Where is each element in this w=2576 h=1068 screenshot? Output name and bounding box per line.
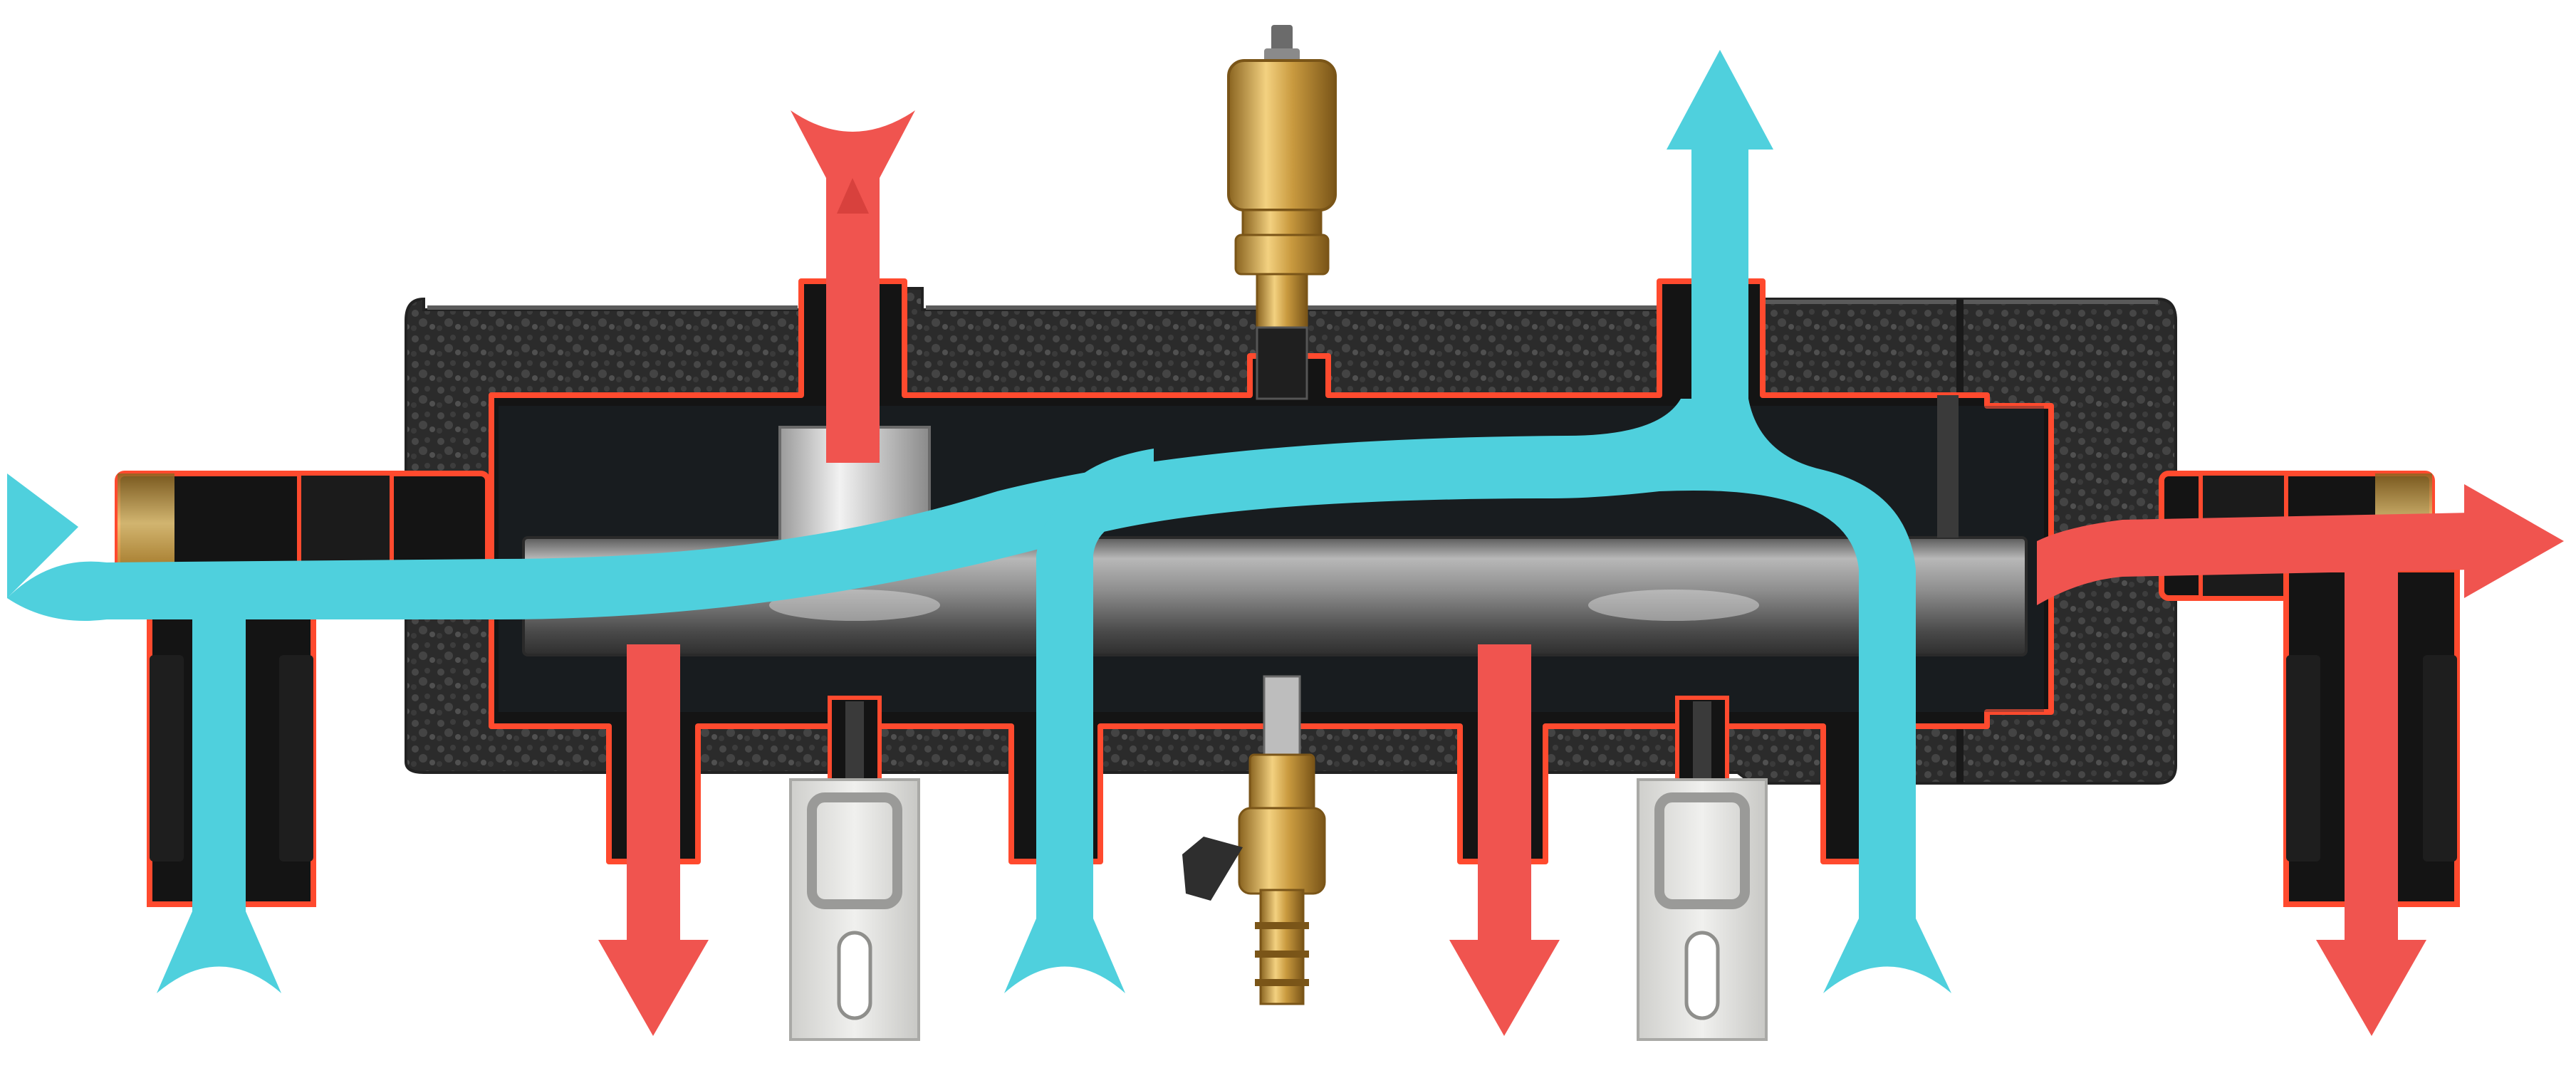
cold-return-bottom-right-arrow	[1823, 918, 1951, 993]
drain-valve-icon	[1182, 675, 1326, 1005]
hot-outlet-bottom-right-arrow	[2316, 555, 2426, 1036]
bottom-ports	[828, 696, 1729, 785]
cold-outlet-top-arrow	[1667, 50, 1773, 150]
air-vent-valve-icon	[1227, 25, 1337, 400]
right-gasket	[2286, 655, 2320, 862]
cold-inlet-left-arrow	[7, 142, 1916, 940]
mounting-bracket-icon	[1637, 778, 1768, 1041]
cold-return-bottom-left-arrow	[157, 911, 281, 993]
hot-inlet-top-arrow	[791, 110, 915, 463]
cold-return-bottom-middle-arrow	[1004, 449, 1154, 993]
hot-outlet-bottom-middle-arrow	[1449, 644, 1560, 1036]
mounting-bracket-icon	[789, 778, 920, 1041]
hot-outlet-right-arrow	[2037, 484, 2564, 605]
left-gasket	[150, 655, 184, 862]
hot-outlet-bottom-left-arrow	[598, 644, 709, 1036]
